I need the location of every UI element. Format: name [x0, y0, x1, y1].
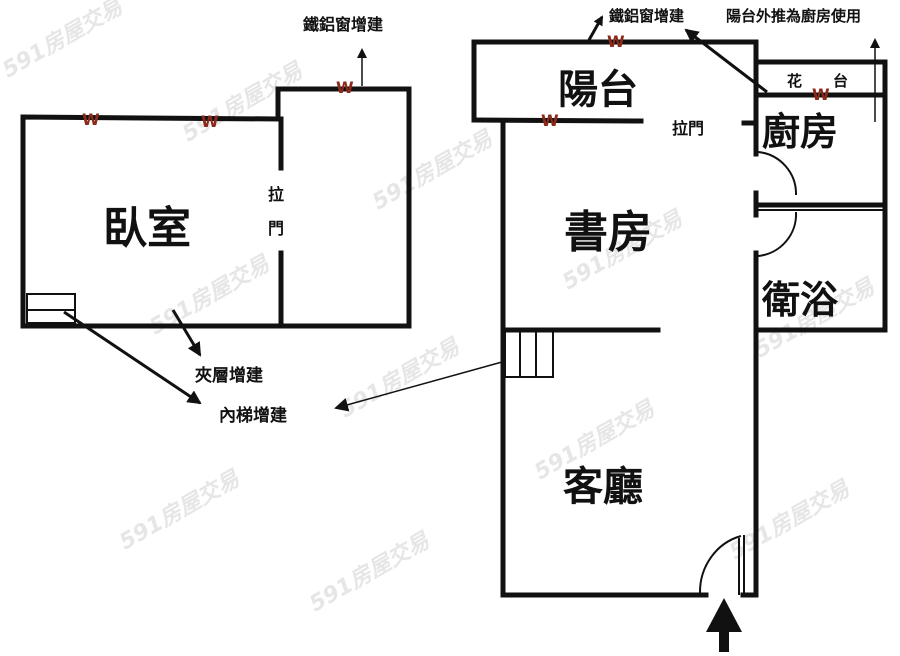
annotation-mezzanine: 夾層增建	[195, 365, 263, 386]
room-study: 書房	[564, 207, 652, 258]
upper-level-plan: W W W 鐵鋁窗增建 臥室 拉 門 夾層增建 內梯增建	[20, 15, 412, 426]
window-mark: W	[541, 111, 559, 130]
svg-text:591房屋交易: 591房屋交易	[368, 125, 499, 215]
annotation-window-addition-upper: 鐵鋁窗增建	[303, 15, 383, 34]
room-living: 客廳	[563, 464, 643, 510]
sliding-door-label: 門	[268, 219, 284, 238]
annotation-balcony-kitchen: 陽台外推為廚房使用	[726, 7, 861, 25]
window-mark: W	[82, 110, 100, 129]
svg-text:591房屋交易: 591房屋交易	[0, 0, 129, 83]
entrance-arrow	[706, 598, 742, 652]
main-level-plan: W W W 鐵鋁窗增建 陽台外推為廚房使用 陽台 書房 廚房 衛浴 客廳 花 台…	[334, 7, 888, 652]
window-mark: W	[201, 112, 219, 131]
room-bedroom: 臥室	[103, 203, 191, 254]
svg-text:591房屋交易: 591房屋交易	[305, 527, 436, 617]
window-mark: W	[607, 32, 625, 51]
svg-text:591房屋交易: 591房屋交易	[115, 465, 246, 555]
annotation-stair: 內梯增建	[219, 405, 287, 426]
room-kitchen: 廚房	[762, 110, 838, 154]
room-balcony: 陽台	[558, 67, 638, 113]
sliding-door-label-main: 拉門	[672, 119, 704, 138]
svg-text:591房屋交易: 591房屋交易	[178, 57, 309, 147]
planter-label: 台	[833, 72, 848, 90]
watermarks: 591房屋交易 591房屋交易 591房屋交易 591房屋交易 591房屋交易 …	[0, 0, 881, 617]
room-bathroom: 衛浴	[761, 278, 839, 322]
window-mark: W	[336, 78, 354, 97]
annotation-window-addition-main: 鐵鋁窗增建	[609, 7, 685, 25]
sliding-door-label: 拉	[268, 185, 284, 204]
window-mark: W	[812, 85, 830, 104]
planter-label: 花	[787, 72, 802, 90]
